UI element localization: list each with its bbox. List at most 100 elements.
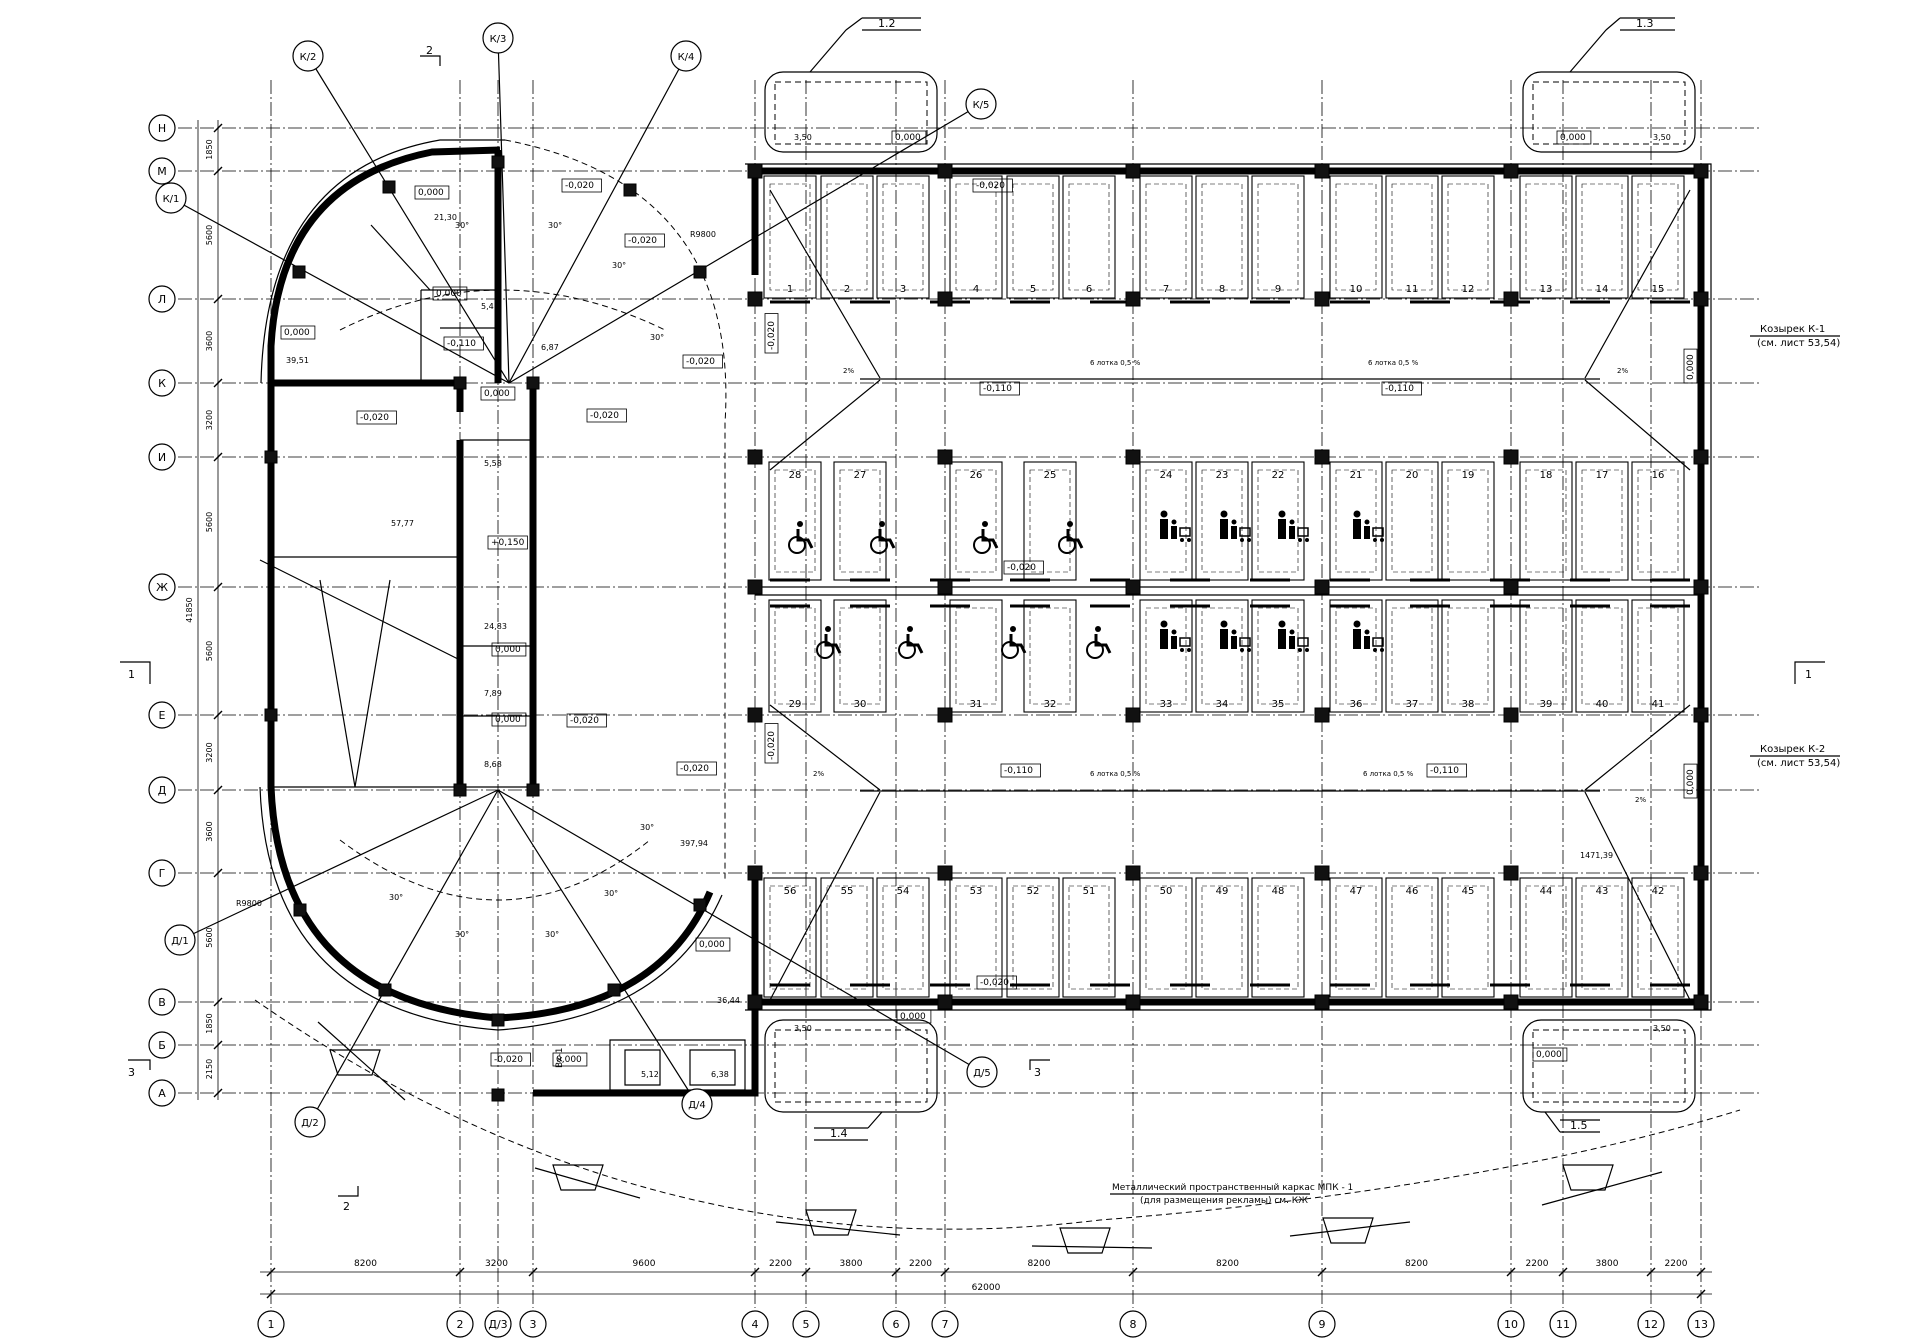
- dim-tick: [213, 785, 223, 795]
- structural-column: [607, 983, 621, 997]
- parking-stall: [1062, 877, 1116, 998]
- area-label: 5,58: [484, 459, 502, 468]
- wheelchair-icon: [1086, 626, 1112, 659]
- axis-bubble-x: [446, 1310, 474, 1338]
- stall-inner: [1391, 607, 1433, 705]
- stall-number: 51: [1083, 886, 1096, 897]
- parking-stall: [1329, 599, 1383, 713]
- dim-label: R9800: [236, 899, 262, 908]
- parking-stall: [1441, 877, 1495, 998]
- axis-bubble-y: [148, 1079, 176, 1107]
- dim-label: R9800: [690, 230, 716, 239]
- level-mark-box: [432, 286, 468, 301]
- axis-bubble-x: [519, 1310, 547, 1338]
- stall-number: 25: [1044, 470, 1057, 481]
- level-mark-box: [480, 386, 516, 401]
- structural-column: [453, 783, 467, 797]
- stall-number: 45: [1462, 886, 1475, 897]
- stall-number: 6: [1086, 284, 1092, 295]
- parking-stall: [1139, 599, 1193, 713]
- dimension-value: 5600: [205, 512, 214, 532]
- stall-number: 37: [1406, 699, 1419, 710]
- level-mark: -0,020: [494, 1055, 523, 1065]
- dimension-value: 8200: [1028, 1259, 1051, 1269]
- structural-column: [1125, 579, 1141, 595]
- dimension-value: 2150: [205, 1059, 214, 1079]
- stall-inner: [882, 885, 924, 990]
- dimension-total: 62000: [972, 1283, 1001, 1293]
- parking-stall: [1139, 175, 1193, 299]
- area-label: 6,38: [711, 1070, 729, 1079]
- stall-inner: [1447, 469, 1489, 573]
- wheelchair-icon: [816, 626, 842, 659]
- area-label: 57,77: [391, 519, 414, 528]
- level-mark-box: [764, 313, 779, 354]
- stall-inner: [774, 469, 816, 573]
- structural-column: [747, 865, 763, 881]
- stall-inner: [1447, 607, 1489, 705]
- stall-number: 21: [1350, 470, 1363, 481]
- callout-1-5: 1.5: [1570, 1119, 1588, 1132]
- callout-1-2: 1.2: [878, 17, 896, 30]
- level-mark-box: [1683, 763, 1698, 799]
- dim-tick: [1696, 1289, 1706, 1299]
- stall-number: 8: [1219, 284, 1225, 295]
- level-mark: 0,000: [484, 389, 510, 399]
- parking-stall: [949, 877, 1003, 998]
- node-label: К/5: [973, 100, 990, 111]
- dimension-total: 41850: [185, 597, 194, 622]
- level-mark-box: [1426, 763, 1467, 778]
- level-mark-box: [979, 381, 1020, 396]
- dim-label: 3,50: [1653, 1024, 1671, 1033]
- level-mark-box: [552, 1052, 588, 1067]
- level-mark: 0,000: [699, 940, 725, 950]
- level-mark: 0,000: [436, 289, 462, 299]
- axis-label-y: В: [158, 996, 166, 1009]
- level-mark: 0,000: [418, 188, 444, 198]
- axis-bubble-y: [148, 285, 176, 313]
- level-mark: -0,020: [1007, 563, 1036, 573]
- axis-label-y: Д: [158, 784, 167, 797]
- dimension-value: 5600: [205, 927, 214, 947]
- angle-label: 30°: [650, 333, 664, 342]
- structural-column: [1314, 291, 1330, 307]
- parking-stall: [1251, 877, 1305, 998]
- family-icon: [1160, 620, 1191, 652]
- slope-label: 2%: [1635, 796, 1646, 804]
- axis-bubble-x: [1497, 1310, 1525, 1338]
- level-mark-box: [695, 937, 731, 952]
- stall-number: 23: [1216, 470, 1229, 481]
- parking-stall: [1519, 175, 1573, 299]
- node-label: Д/1: [171, 936, 189, 947]
- stall-number: 16: [1652, 470, 1665, 481]
- dim-tick: [213, 997, 223, 1007]
- parking-stall: [1195, 877, 1249, 998]
- columns: [264, 155, 1709, 1102]
- structural-column: [1503, 865, 1519, 881]
- stall-inner: [955, 607, 997, 705]
- stall-inner: [1391, 469, 1433, 573]
- area-label: 397,94: [680, 839, 708, 848]
- level-mark: 0,000: [495, 645, 521, 655]
- structural-column: [747, 291, 763, 307]
- dimension-value: 1850: [205, 1013, 214, 1033]
- stall-inner: [1201, 885, 1243, 990]
- structural-column: [526, 783, 540, 797]
- stall-inner: [1581, 183, 1623, 291]
- callout-1-4: 1.4: [830, 1127, 848, 1140]
- level-mark-box: [1003, 560, 1044, 575]
- dimension-value: 8200: [354, 1259, 377, 1269]
- structural-column: [747, 994, 763, 1010]
- axis-bubble-x: [792, 1310, 820, 1338]
- stall-number: 47: [1350, 886, 1363, 897]
- axis-bubble-y: [148, 157, 176, 185]
- stall-number: 43: [1596, 886, 1609, 897]
- parking-stall: [1441, 175, 1495, 299]
- level-mark-box: [490, 1052, 531, 1067]
- wheelchair-icon: [788, 521, 814, 554]
- stall-number: 38: [1462, 699, 1475, 710]
- level-mark: 0,000: [1686, 354, 1696, 380]
- structural-column: [1693, 449, 1709, 465]
- stall-inner: [1447, 183, 1489, 291]
